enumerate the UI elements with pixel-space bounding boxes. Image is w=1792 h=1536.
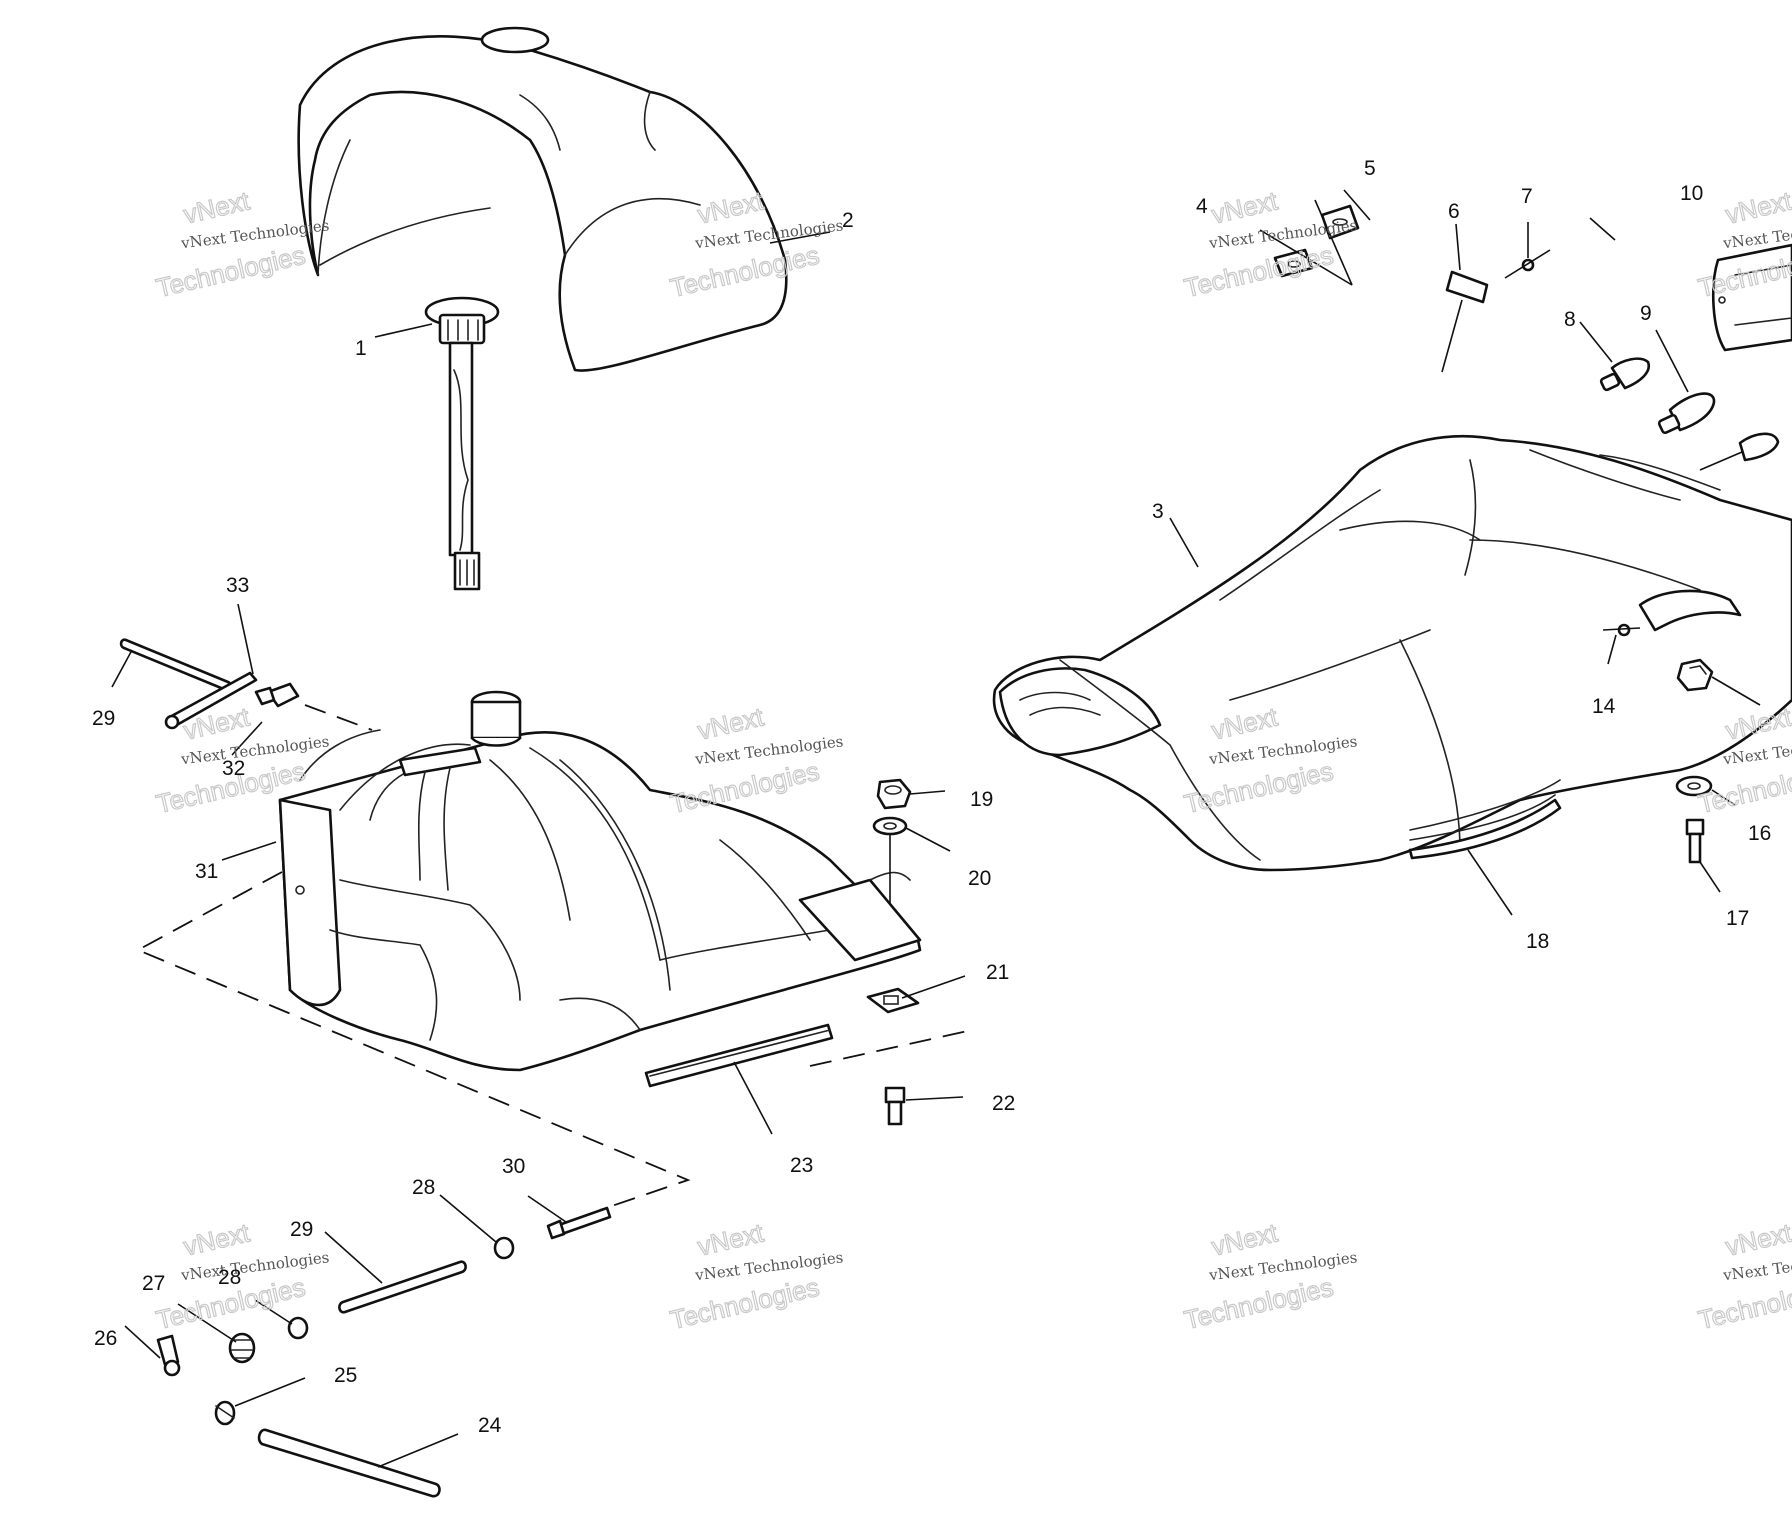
svg-text:vNext: vNext: [695, 701, 767, 745]
callout-9: 9: [1640, 302, 1652, 325]
callout-7: 7: [1521, 185, 1533, 208]
callout-3: 3: [1152, 500, 1164, 523]
callout-30: 30: [502, 1155, 525, 1178]
svg-text:vNext: vNext: [695, 1217, 767, 1261]
callout-28a: 28: [218, 1266, 241, 1289]
callout-10: 10: [1680, 182, 1703, 205]
part-21-pad: [866, 987, 920, 1014]
callout-26: 26: [94, 1327, 117, 1350]
part-7-screw: [1504, 249, 1551, 279]
part-28-bushing-a: [287, 1316, 309, 1340]
part-9-bulb: [1657, 392, 1716, 435]
fuel-tank: [278, 690, 922, 1072]
watermark-r3c3: vNext vNext Technologies Technologies: [1181, 1217, 1359, 1336]
part-14-screw: [1602, 623, 1641, 637]
part-30-stud: [546, 1206, 612, 1240]
svg-text:Technologies: Technologies: [1181, 1272, 1336, 1335]
part-18-strap: [1408, 798, 1562, 860]
fuel-sender: [424, 296, 500, 591]
part-28-bushing-b: [493, 1236, 515, 1260]
watermark-r2c2: vNext vNext Technologies Technologies: [667, 701, 845, 820]
svg-text:vNext: vNext: [1723, 185, 1792, 229]
callout-27: 27: [142, 1272, 165, 1295]
callout-23: 23: [790, 1154, 813, 1177]
callout-17: 17: [1726, 907, 1749, 930]
part-33-clamp: [164, 671, 258, 730]
svg-text:vNext: vNext: [1723, 1217, 1792, 1261]
part-17-bolt: [1685, 818, 1705, 864]
svg-text:vNext: vNext: [181, 185, 253, 229]
part-24-rod: [257, 1428, 441, 1498]
callout-2: 2: [842, 209, 854, 232]
callout-29b: 29: [290, 1218, 313, 1241]
part-20-washer: [872, 816, 908, 905]
callout-18: 18: [1526, 930, 1549, 953]
callout-5: 5: [1364, 157, 1376, 180]
tail-bracket: [1711, 243, 1792, 352]
callout-8: 8: [1564, 308, 1576, 331]
part-32-fitting: [254, 682, 300, 708]
svg-text:vNext: vNext: [1209, 185, 1281, 229]
svg-text:vNext: vNext: [1209, 1217, 1281, 1261]
svg-text:Technologies: Technologies: [667, 756, 822, 819]
part-4-clip: [1259, 229, 1353, 286]
part-bulb-right: [1699, 432, 1780, 471]
callout-4: 4: [1196, 195, 1208, 218]
callout-labels: 1 2 3 4 5 6 7 8 9 10 14 16 17 18 19 20 2…: [92, 157, 1771, 1437]
part-25-grommet: [214, 1400, 236, 1426]
part-26-fitting: [156, 1334, 181, 1377]
callout-32: 32: [222, 757, 245, 780]
callout-25: 25: [334, 1364, 357, 1387]
part-27-grommet: [228, 1332, 256, 1364]
callout-28b: 28: [412, 1176, 435, 1199]
callout-6: 6: [1448, 200, 1460, 223]
watermark-r1c3: vNext vNext Technologies Technologies: [1181, 185, 1359, 304]
callout-19: 19: [970, 788, 993, 811]
svg-text:Technologies: Technologies: [1181, 240, 1336, 303]
leader-lines: [111, 189, 1761, 1468]
part-22-bolt: [884, 1086, 906, 1126]
part-8-bulb: [1599, 357, 1651, 392]
watermark-r1c4: vNext vNext Technologies Technologies: [1695, 185, 1792, 304]
watermark-r3c4: vNext vNext Technologies Technologies: [1695, 1217, 1792, 1336]
callout-31: 31: [195, 860, 218, 883]
callout-16: 16: [1748, 822, 1771, 845]
part-29-rod-bottom: [338, 1260, 467, 1314]
part-23-bar: [644, 1023, 834, 1088]
part-29-rod-top: [119, 638, 233, 692]
watermark-r3c2: vNext vNext Technologies Technologies: [667, 1217, 845, 1336]
callout-21: 21: [986, 961, 1009, 984]
tank-cover: [297, 26, 788, 372]
callout-20: 20: [968, 867, 991, 890]
part-16-washer: [1675, 775, 1713, 797]
part-nut-right: [1676, 658, 1714, 692]
callout-22: 22: [992, 1092, 1015, 1115]
svg-text:vNext: vNext: [181, 1217, 253, 1261]
part-19-nut: [876, 778, 912, 810]
callout-1: 1: [355, 337, 367, 360]
callout-33: 33: [226, 574, 249, 597]
part-6-plate: [1441, 270, 1489, 373]
callout-29a: 29: [92, 707, 115, 730]
callout-24: 24: [478, 1414, 502, 1437]
svg-text:Technologies: Technologies: [153, 240, 308, 303]
part-5-clip: [1314, 199, 1360, 286]
seat: [992, 434, 1792, 872]
callout-14: 14: [1592, 695, 1616, 718]
assembly-guides: [135, 704, 973, 1211]
svg-text:Technologies: Technologies: [667, 1272, 822, 1335]
